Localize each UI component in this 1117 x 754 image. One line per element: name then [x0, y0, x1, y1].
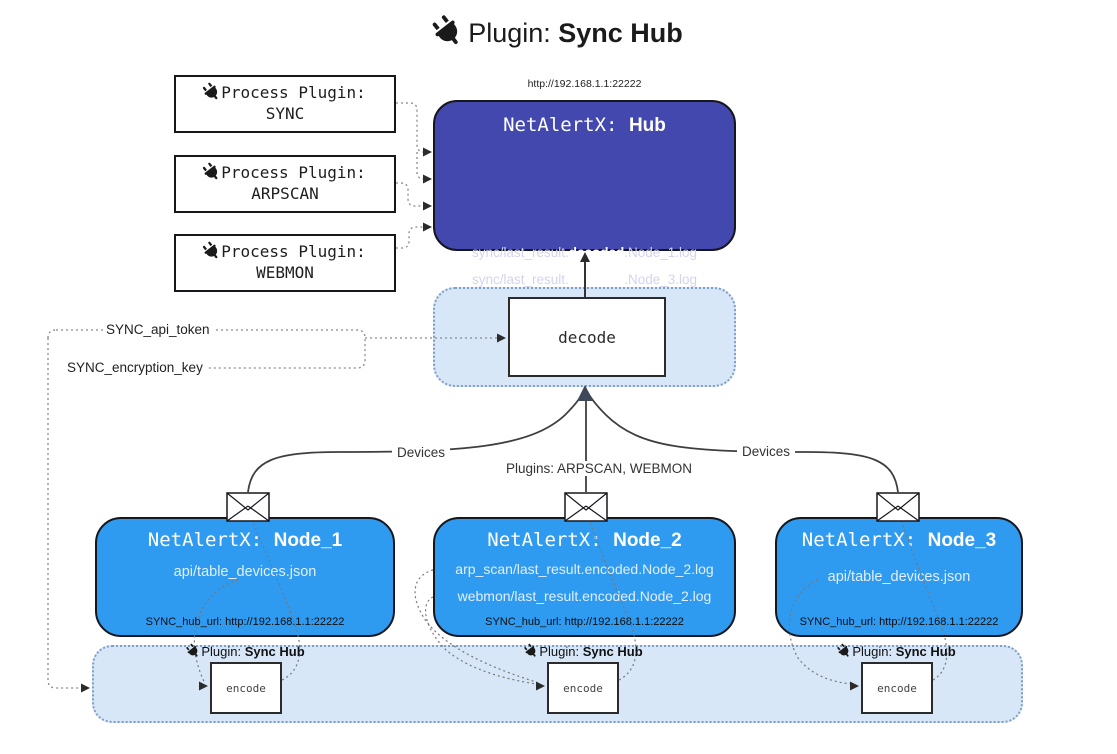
process-plugin-label: Process Plugin:	[176, 83, 394, 102]
decode-big-arrowhead	[577, 385, 593, 401]
hub-file-line: sync/last_result.decoded.Node_3.log	[471, 272, 698, 287]
node3-hub-url: SYNC_hub_url: http://192.168.1.1:22222	[799, 616, 999, 628]
page-title-prefix: Plugin:	[468, 18, 559, 48]
devices-label-left: Devices	[392, 445, 450, 460]
decode-box: decode	[508, 297, 666, 377]
node1-file: api/table_devices.json	[173, 564, 317, 580]
encode-box-2: encode	[547, 662, 619, 714]
node1-box: NetAlertX: Node_1 api/table_devices.json…	[95, 517, 395, 637]
process-plugin-name: WEBMON	[256, 263, 314, 282]
node3-box: NetAlertX: Node_3 api/table_devices.json…	[775, 517, 1023, 637]
plug-icon	[200, 80, 223, 103]
encode-plugin-label: Plugin: Sync Hub	[504, 644, 664, 659]
node2-title: NetAlertX: Node_2	[487, 529, 682, 551]
process-plugin-name: ARPSCAN	[251, 184, 319, 203]
plug-icon	[200, 160, 223, 183]
encode-box-1: encode	[210, 662, 282, 714]
node3-title: NetAlertX: Node_3	[801, 529, 997, 551]
hub-title-mono: NetAlertX:	[503, 114, 629, 136]
hub-title: NetAlertX: Hub	[435, 114, 734, 137]
plug-icon	[200, 239, 223, 262]
node1-title: NetAlertX: Node_1	[147, 529, 343, 551]
node2-box: NetAlertX: Node_2 arp_scan/last_result.e…	[433, 517, 736, 637]
node2-file: arp_scan/last_result.encoded.Node_2.log	[455, 561, 714, 577]
encode-plugin-label: Plugin: Sync Hub	[166, 644, 326, 659]
hub-box: NetAlertX: Hub sync/last_result.decoded.…	[433, 100, 736, 335]
node2-hub-url: SYNC_hub_url: http://192.168.1.1:22222	[485, 616, 684, 628]
hub-file-line: sync/last_result.decoded.Node_1.log	[471, 245, 698, 260]
plug-icon	[428, 11, 468, 52]
plugins-label: Plugins: ARPSCAN, WEBMON	[503, 461, 692, 476]
encode-label: encode	[563, 681, 603, 695]
sync-encryption-key-label: SYNC_encryption_key	[64, 360, 206, 375]
sync-api-token-label: SYNC_api_token	[103, 322, 213, 337]
encode-box-3: encode	[861, 662, 933, 714]
plug-icon	[835, 642, 853, 660]
hub-url-label: http://192.168.1.1:22222	[527, 78, 642, 90]
devices-label-right: Devices	[737, 444, 795, 459]
node3-file: api/table_devices.json	[827, 569, 971, 585]
node2-file: webmon/last_result.encoded.Node_2.log	[457, 588, 712, 604]
encode-label: encode	[877, 681, 917, 695]
decode-label: decode	[558, 327, 616, 347]
plug-icon	[184, 642, 202, 660]
plug-icon	[522, 642, 540, 660]
process-plugin-label: Process Plugin:	[176, 242, 394, 261]
process-plugin-box-webmon: Process Plugin: WEBMON	[174, 234, 396, 292]
page-title-name: Sync Hub	[558, 18, 683, 48]
hub-title-bold: Hub	[628, 115, 666, 136]
process-plugin-box-arpscan: Process Plugin: ARPSCAN	[174, 155, 396, 213]
page-title: Plugin: Sync Hub	[0, 16, 1117, 49]
process-plugin-name: SYNC	[265, 104, 305, 123]
node-to-decode-curves	[247, 390, 899, 493]
process-plugin-box-sync: Process Plugin: SYNC	[174, 75, 396, 133]
node1-hub-url: SYNC_hub_url: http://192.168.1.1:22222	[145, 616, 345, 628]
encode-label: encode	[226, 681, 266, 695]
process-plugin-label: Process Plugin:	[176, 163, 394, 182]
plugin-to-hub-connectors	[396, 102, 429, 249]
encode-plugin-label: Plugin: Sync Hub	[817, 644, 977, 659]
